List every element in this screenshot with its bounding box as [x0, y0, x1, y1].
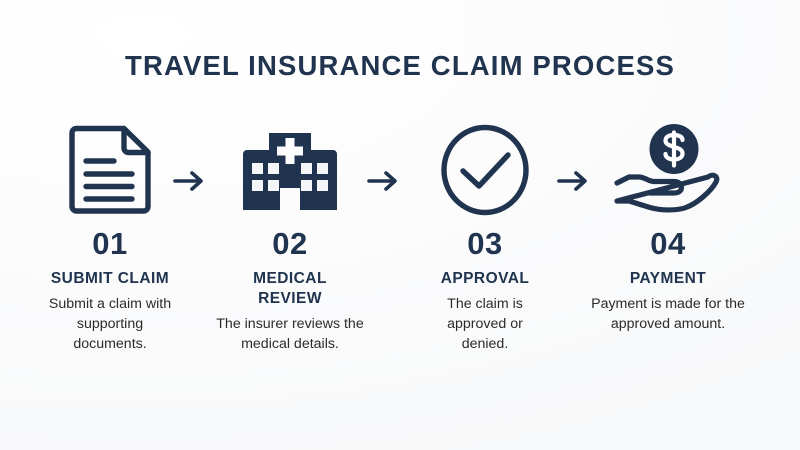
hand-holding-coin-icon — [570, 118, 766, 222]
step-title: PAYMENT — [629, 270, 707, 287]
step-number: 01 — [92, 226, 128, 261]
process-steps: 01 SUBMIT CLAIM Submit a claim with supp… — [0, 118, 800, 378]
step-description: Payment is made for the approved amount. — [591, 295, 745, 332]
step-title: APPROVAL — [440, 270, 530, 287]
step-number: 03 — [467, 226, 503, 261]
process-step-2: 02 MEDICAL REVIEW The insurer reviews th… — [192, 118, 388, 354]
check-circle-icon — [387, 118, 583, 222]
step-description: The claim is approved or denied. — [447, 295, 523, 353]
hospital-icon — [192, 118, 388, 222]
arrow-right-icon — [172, 164, 206, 198]
step-number: 04 — [650, 226, 686, 261]
step-description: Submit a claim with supporting documents… — [48, 295, 172, 353]
page-title: TRAVEL INSURANCE CLAIM PROCESS — [125, 50, 675, 81]
step-number: 02 — [272, 226, 308, 261]
step-title: SUBMIT CLAIM — [50, 270, 170, 287]
step-description: The insurer reviews the medical details. — [216, 315, 364, 352]
step-title: MEDICAL REVIEW — [253, 270, 327, 307]
arrow-right-icon — [556, 164, 590, 198]
process-step-3: 03 APPROVAL The claim is approved or den… — [387, 118, 583, 354]
process-step-1: 01 SUBMIT CLAIM Submit a claim with supp… — [12, 118, 208, 354]
document-icon — [12, 118, 208, 222]
arrow-right-icon — [366, 164, 400, 198]
process-step-4: 04 PAYMENT Payment is made for the appro… — [570, 118, 766, 334]
